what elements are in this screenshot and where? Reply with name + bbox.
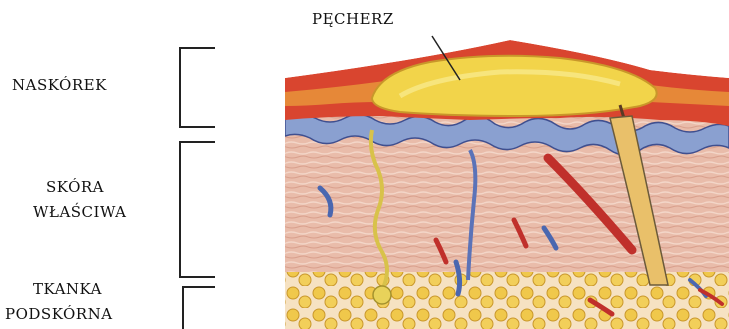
bracket-epidermis bbox=[180, 48, 215, 127]
bracket-hypodermis bbox=[183, 287, 215, 329]
skin-layers bbox=[285, 40, 729, 329]
bracket-dermis bbox=[180, 142, 215, 277]
